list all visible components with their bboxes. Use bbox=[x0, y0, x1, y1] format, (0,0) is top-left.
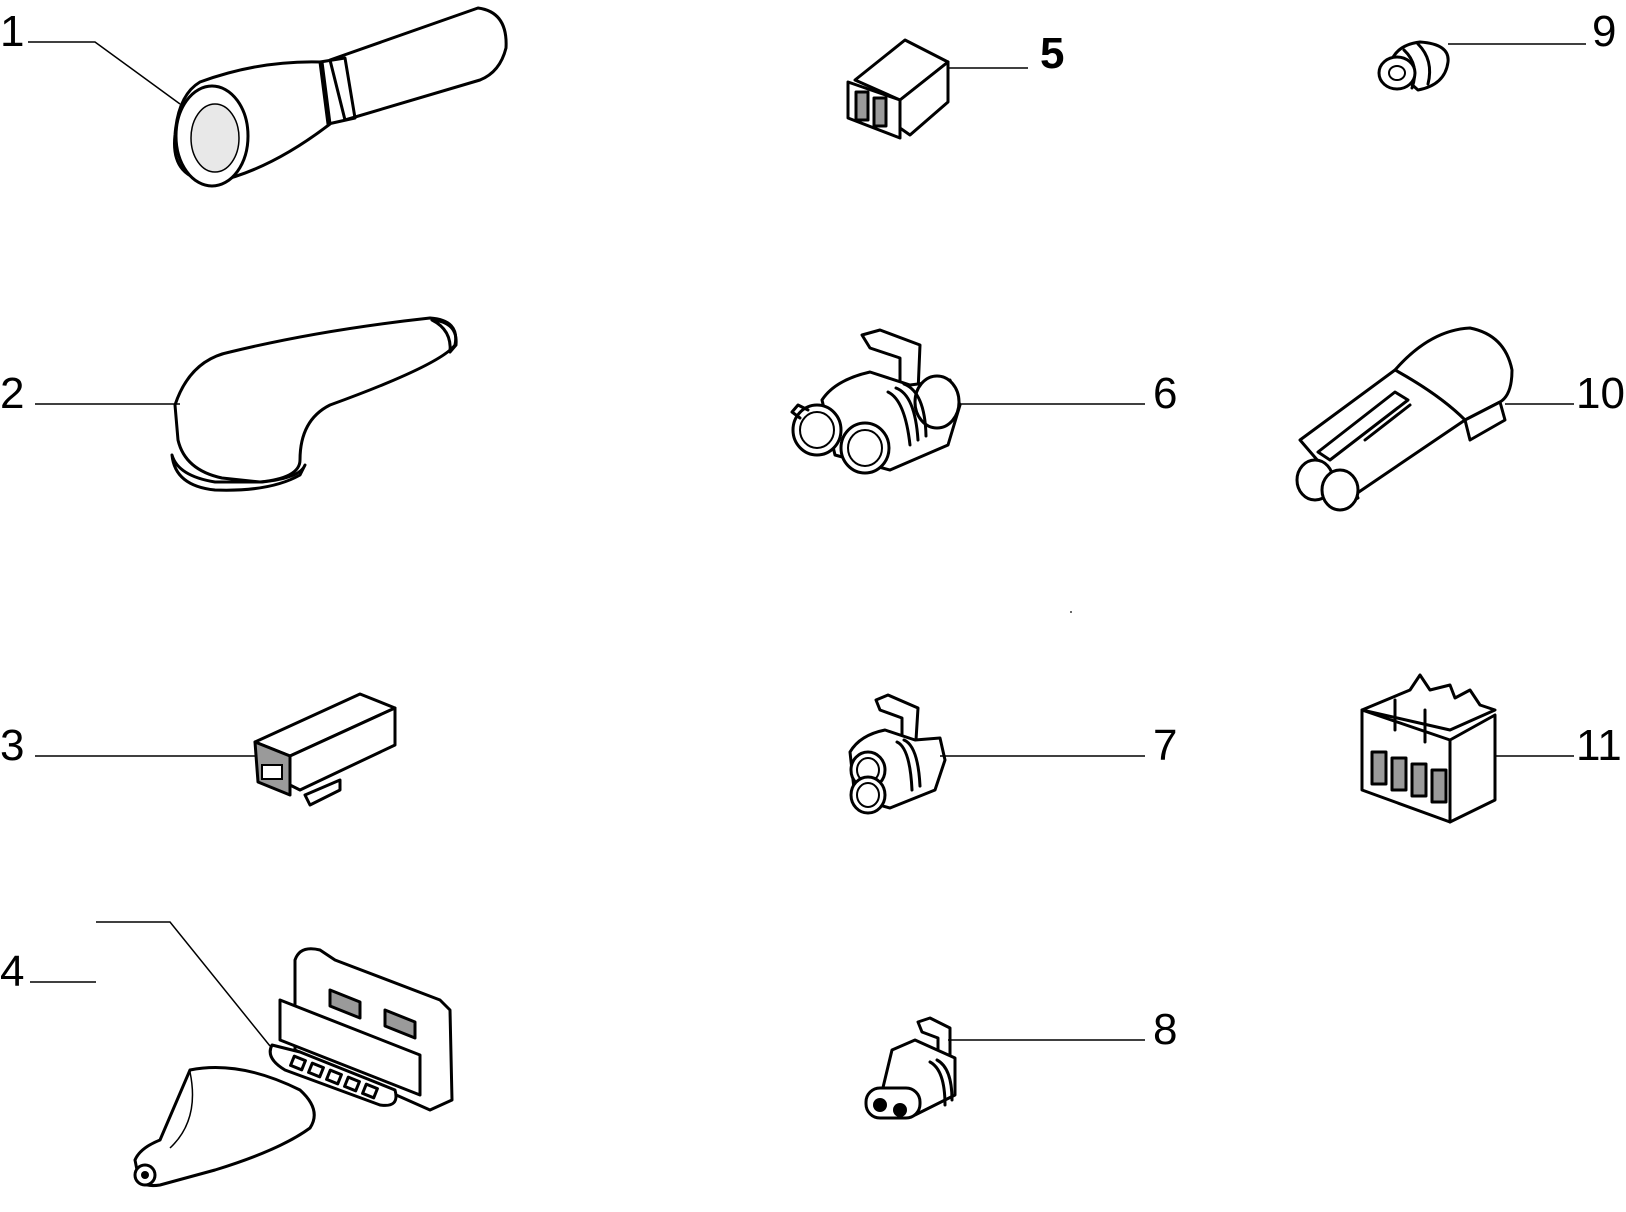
part-5-small-connector bbox=[846, 38, 950, 140]
callout-3: 3 bbox=[0, 721, 25, 770]
leader-line-1 bbox=[28, 41, 181, 105]
stray-dot bbox=[1070, 611, 1072, 613]
callout-7: 7 bbox=[1153, 721, 1178, 770]
part-6-sealed-connector bbox=[790, 328, 962, 475]
seal-ribs bbox=[886, 382, 928, 447]
part-2-angled-boot bbox=[170, 316, 458, 492]
callout-10: 10 bbox=[1576, 369, 1625, 418]
part-11-multiway-housing bbox=[1360, 673, 1497, 824]
callout-8: 8 bbox=[1153, 1005, 1178, 1054]
leader-line-4b bbox=[96, 921, 271, 1047]
part-4-cable-boot bbox=[133, 1066, 316, 1187]
part-10-inline-connector bbox=[1295, 326, 1514, 512]
callout-5: 5 bbox=[1040, 29, 1065, 78]
seal-ribs-7 bbox=[895, 738, 922, 792]
part-8-connector bbox=[864, 1016, 957, 1120]
callout-4: 4 bbox=[0, 947, 25, 996]
pin-row bbox=[289, 1054, 379, 1100]
cavity-row bbox=[1370, 750, 1448, 804]
callout-2: 2 bbox=[0, 369, 25, 418]
part-4-multipin-connector bbox=[268, 947, 454, 1112]
callout-6: 6 bbox=[1153, 369, 1178, 418]
callout-1: 1 bbox=[0, 7, 25, 56]
part-9-grommet bbox=[1377, 40, 1450, 92]
callout-11: 11 bbox=[1576, 721, 1622, 770]
part-3-terminal-housing bbox=[253, 692, 397, 807]
callout-9: 9 bbox=[1592, 7, 1617, 56]
part-1-boot-tube bbox=[173, 6, 508, 188]
part-7-connector bbox=[848, 693, 947, 815]
